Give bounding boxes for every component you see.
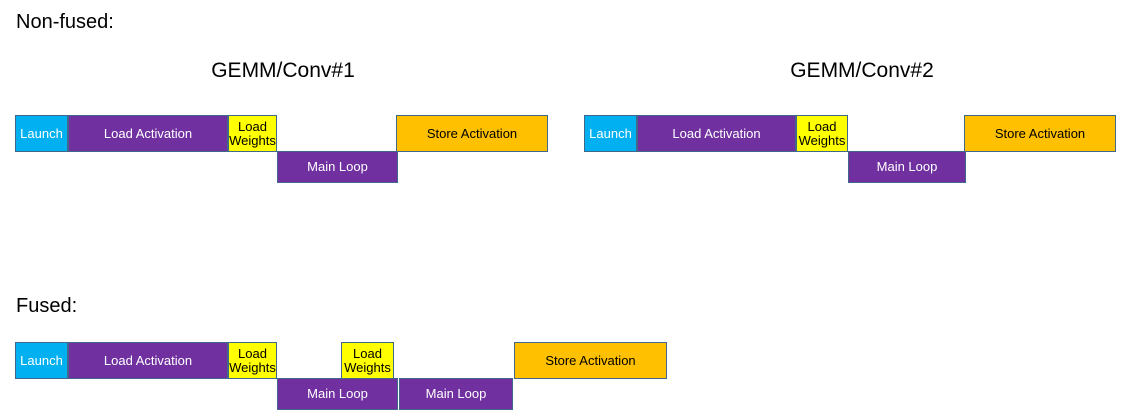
bar-load-activation-kernel2[interactable]: Load Activation xyxy=(637,115,796,152)
bar-load-activation-fused[interactable]: Load Activation xyxy=(68,342,228,379)
bar-load-weights-kernel1[interactable]: Load Weights xyxy=(228,115,277,152)
bar-launch-kernel2[interactable]: Launch xyxy=(584,115,637,152)
bar-load-weights-kernel2[interactable]: Load Weights xyxy=(796,115,848,152)
bar-load-weights-fused-2[interactable]: Load Weights xyxy=(341,342,394,379)
bar-main-loop-fused-2[interactable]: Main Loop xyxy=(399,378,513,410)
bar-main-loop-kernel2[interactable]: Main Loop xyxy=(848,151,966,183)
kernel-title-gemm-conv-1: GEMM/Conv#1 xyxy=(211,59,355,82)
bar-store-activation-kernel2[interactable]: Store Activation xyxy=(964,115,1116,152)
bar-store-activation-kernel1[interactable]: Store Activation xyxy=(396,115,548,152)
kernel-title-gemm-conv-2: GEMM/Conv#2 xyxy=(790,59,934,82)
bar-main-loop-kernel1[interactable]: Main Loop xyxy=(277,151,398,183)
section-label-fused: Fused: xyxy=(16,295,78,317)
bar-store-activation-fused[interactable]: Store Activation xyxy=(514,342,667,379)
bar-load-weights-fused-1[interactable]: Load Weights xyxy=(228,342,277,379)
section-label-non-fused: Non-fused: xyxy=(16,11,114,33)
bar-main-loop-fused-1[interactable]: Main Loop xyxy=(277,378,398,410)
bar-launch-fused[interactable]: Launch xyxy=(15,342,68,379)
bar-load-activation-kernel1[interactable]: Load Activation xyxy=(68,115,228,152)
bar-launch-kernel1[interactable]: Launch xyxy=(15,115,68,152)
